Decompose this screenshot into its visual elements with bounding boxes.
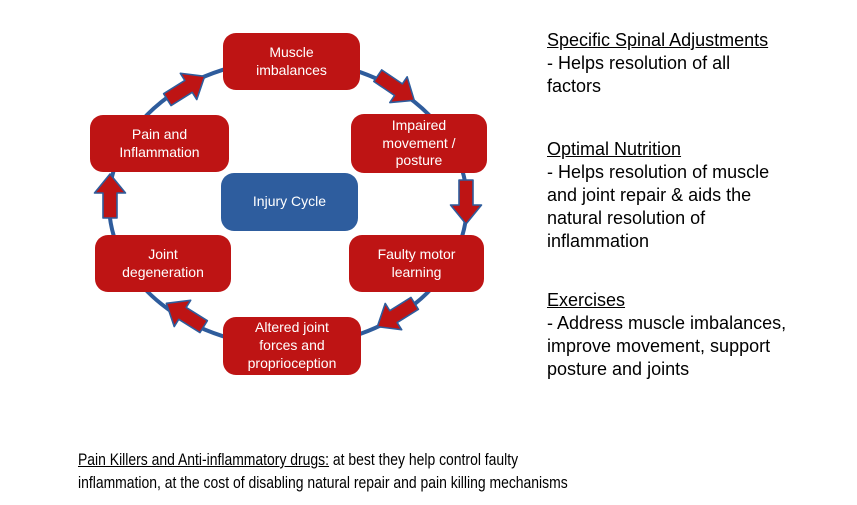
cycle-node-faulty-motor-learning: Faulty motor learning — [349, 235, 484, 292]
cycle-arrow-right — [449, 179, 483, 225]
cycle-arrow-top-right — [373, 69, 416, 104]
treatment-section-exercises: Exercises - Address muscle imbalances, i… — [547, 289, 853, 381]
section-heading: Specific Spinal Adjustments — [547, 30, 769, 50]
cycle-arrows — [93, 69, 483, 334]
footnote-rest: at best they help control faulty inflamm… — [78, 450, 568, 492]
cycle-node-impaired-movement-posture: Impaired movement / posture — [351, 114, 487, 173]
cycle-node-muscle-imbalances: Muscle imbalances — [223, 33, 360, 90]
footnote-painkillers: Pain Killers and Anti-inflammatory drugs… — [78, 425, 636, 494]
injury-cycle-label-box: Injury Cycle — [221, 173, 358, 231]
treatment-section-optimal-nutrition: Optimal Nutrition - Helps resolution of … — [547, 138, 853, 253]
cycle-arrow-bottom-right — [376, 296, 420, 331]
section-body: - Helps resolution of muscle and joint r… — [547, 162, 770, 251]
cycle-node-joint-degeneration: Joint degeneration — [95, 235, 231, 292]
treatment-section-spinal-adjustments: Specific Spinal Adjustments - Helps reso… — [547, 29, 853, 98]
cycle-arrow-left — [93, 173, 127, 219]
cycle-arrow-bottom-left — [165, 299, 209, 334]
section-heading: Exercises — [547, 290, 626, 310]
footnote-lead: Pain Killers and Anti-inflammatory drugs… — [78, 450, 330, 469]
section-body: - Address muscle imbalances, improve mov… — [547, 313, 787, 379]
section-heading: Optimal Nutrition — [547, 139, 682, 159]
cycle-node-pain-and-inflammation: Pain and Inflammation — [90, 115, 229, 172]
section-body: - Helps resolution of all factors — [547, 53, 731, 96]
cycle-node-altered-joint-forces: Altered joint forces and proprioception — [223, 317, 361, 375]
cycle-arrow-top-left — [162, 72, 206, 107]
